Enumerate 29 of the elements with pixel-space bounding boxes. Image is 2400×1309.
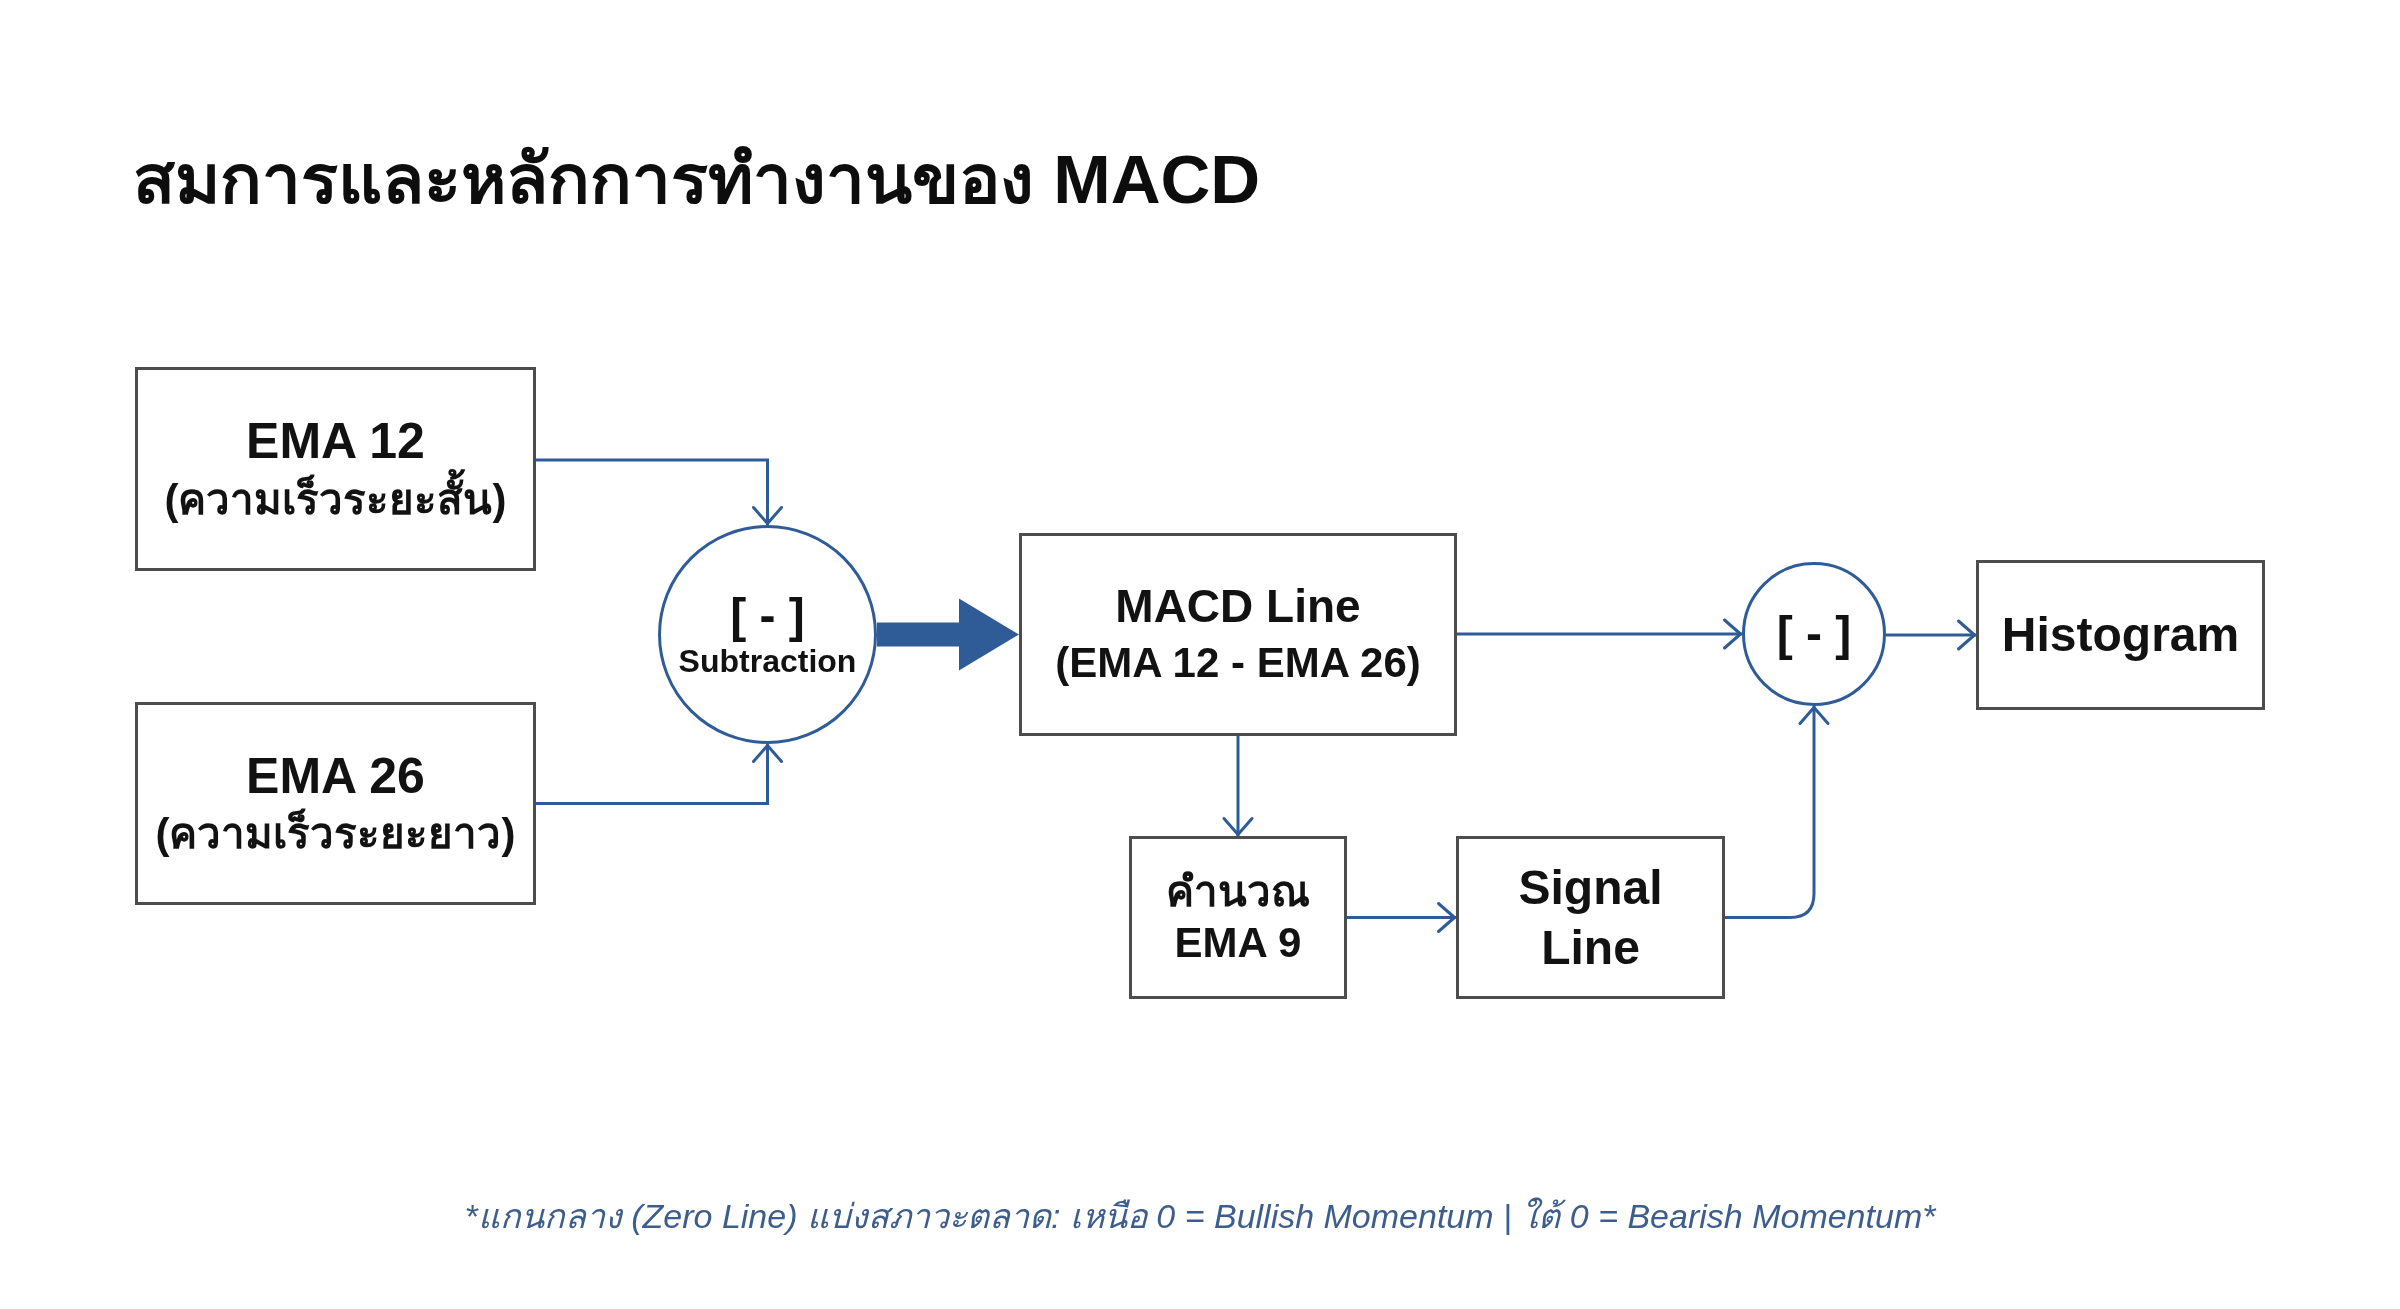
operator-circle <box>658 525 877 744</box>
box-subtitle: (EMA 12 - EMA 26) <box>1055 637 1421 688</box>
box-label: Histogram <box>2001 607 2240 664</box>
box-subtitle: (ความเร็วระยะยาว) <box>155 807 516 860</box>
box-label: Signal Line <box>1517 859 1664 976</box>
page-title: สมการและหลักการทำงานของ MACD <box>133 140 1261 220</box>
thick-arrow <box>877 598 1019 671</box>
box-heading: EMA 12 <box>246 412 425 470</box>
process-box <box>1129 836 1347 999</box>
arrow <box>536 458 783 525</box>
box-heading: EMA 26 <box>246 746 425 806</box>
process-box <box>135 367 536 571</box>
process-box <box>135 702 536 905</box>
arrow <box>1725 706 1830 919</box>
operator-symbol: [ - ] <box>730 589 805 643</box>
process-box <box>1976 560 2265 710</box>
footnote-caption: *แกนกลาง (Zero Line) แบ่งสภาวะตลาด: เหนือ 0 = Bullish Momentum | ใต้ 0 = Bearish Momentum* <box>464 1196 1936 1237</box>
arrow <box>1222 736 1254 836</box>
operator-symbol: [ - ] <box>1776 607 1852 661</box>
box-label: คำนวณ EMA 9 <box>1165 867 1311 968</box>
operator-circle <box>1742 562 1886 706</box>
arrow <box>1886 619 1976 651</box>
box-heading: MACD Line <box>1115 579 1361 635</box>
arrow <box>536 744 783 805</box>
arrow <box>1347 902 1456 933</box>
process-box <box>1456 836 1725 999</box>
process-box <box>1019 533 1457 736</box>
operator-label: Subtraction <box>678 642 857 680</box>
arrow <box>1457 618 1742 650</box>
